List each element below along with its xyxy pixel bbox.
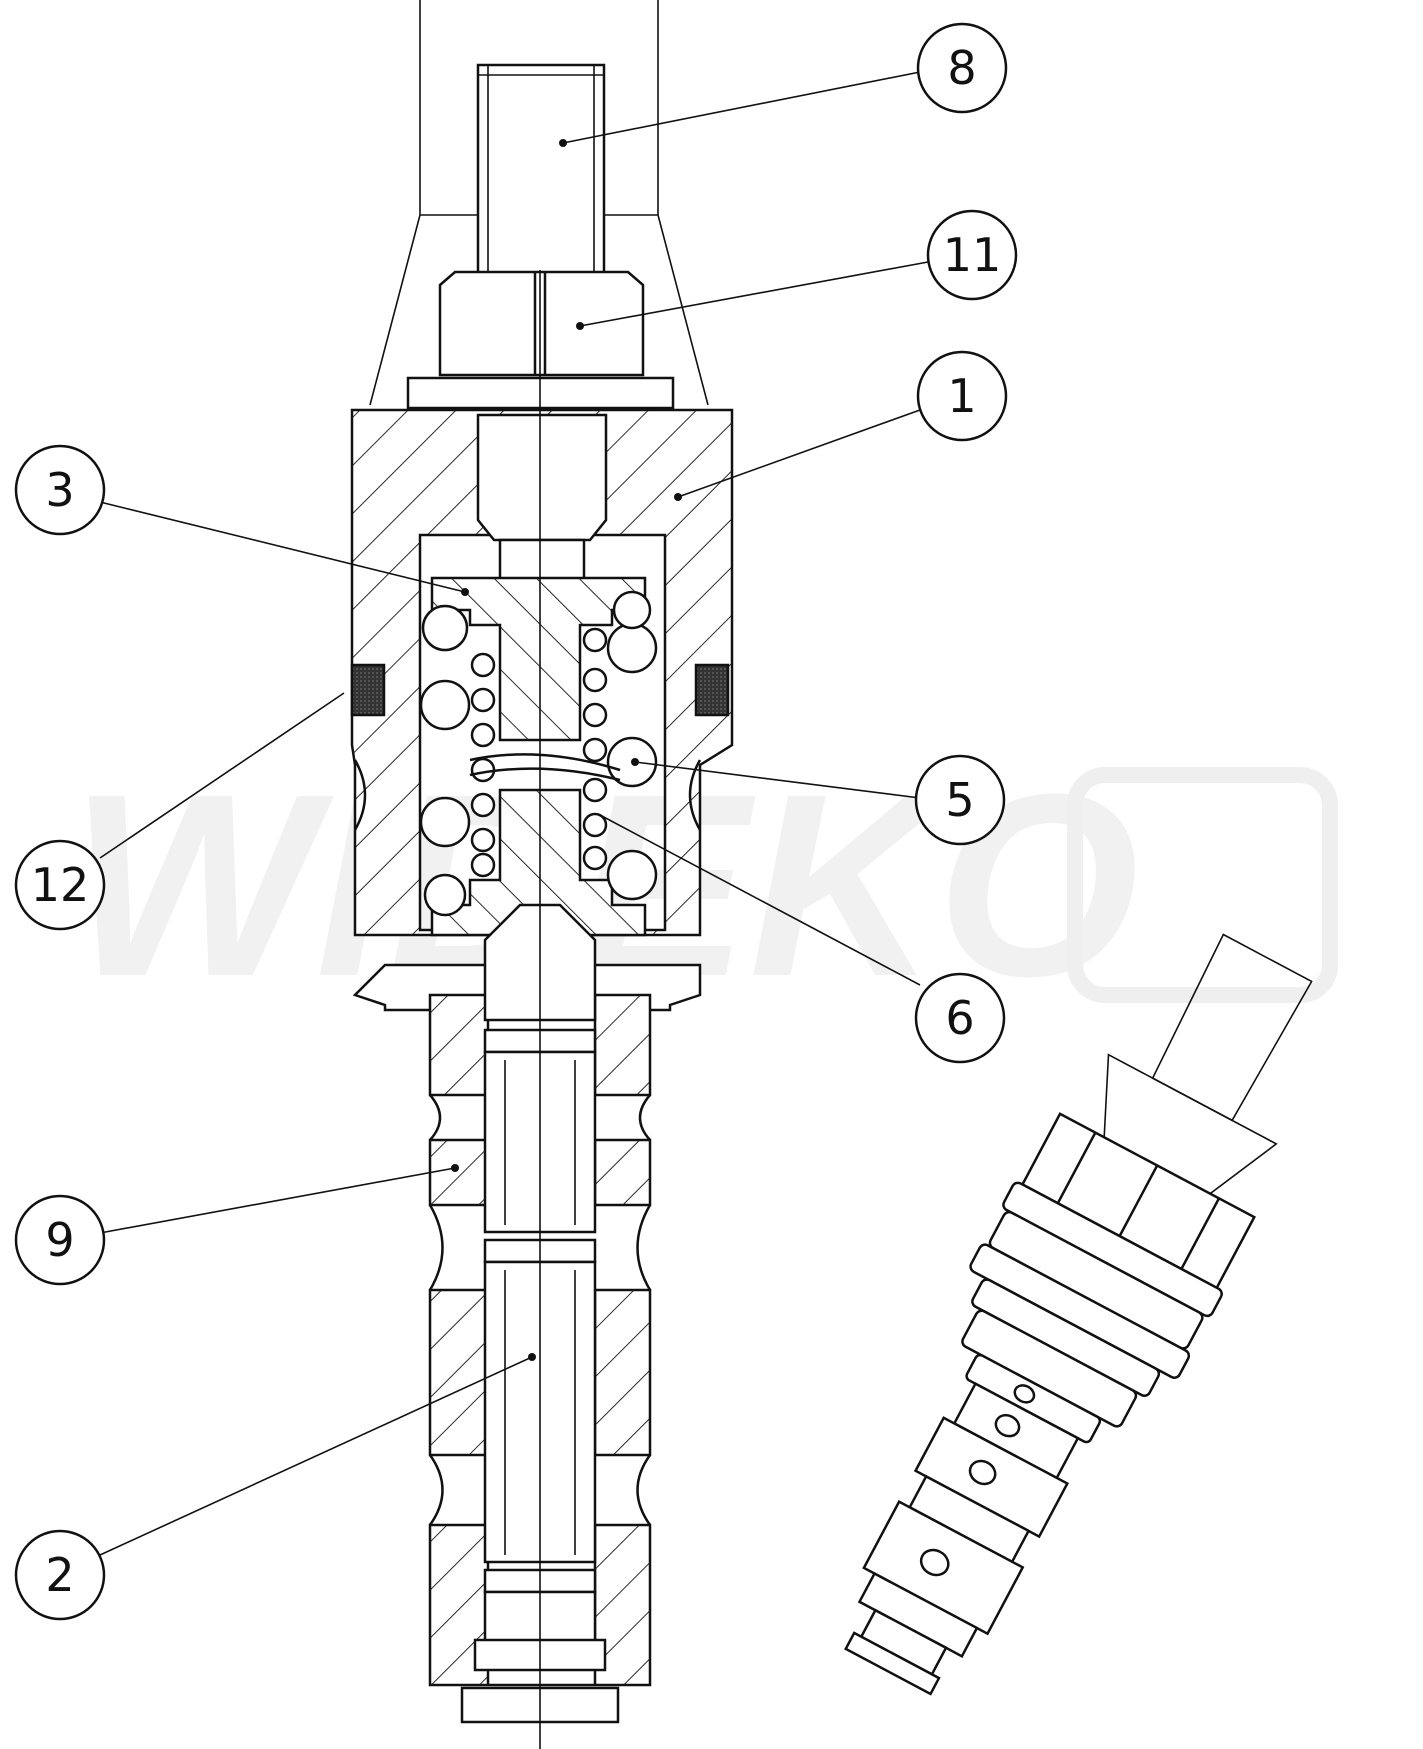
balloon-6: 6 <box>914 972 1006 1064</box>
balloon-label-8: 8 <box>947 41 976 95</box>
balloon-label-11: 11 <box>943 228 1002 282</box>
balloon-label-2: 2 <box>45 1548 74 1602</box>
balloon-label-12: 12 <box>31 858 90 912</box>
balloon-9: 9 <box>14 1194 106 1286</box>
o-ring-seal-right <box>694 663 730 717</box>
balloon-label-3: 3 <box>45 463 74 517</box>
balloon-5: 5 <box>914 754 1006 846</box>
main-section-view <box>350 0 734 1749</box>
balloon-12: 12 <box>14 839 106 931</box>
balloon-label-5: 5 <box>945 773 974 827</box>
balloon-8: 8 <box>916 22 1008 114</box>
balloon-2: 2 <box>14 1529 106 1621</box>
balloon-3: 3 <box>14 444 106 536</box>
leader-lines <box>99 71 929 1556</box>
isometric-view <box>844 933 1313 1696</box>
adjusting-screw <box>476 63 606 277</box>
balloon-label-6: 6 <box>945 991 974 1045</box>
balloon-11: 11 <box>926 209 1018 301</box>
balloon-label-9: 9 <box>45 1213 74 1267</box>
balloon-label-1: 1 <box>947 369 976 423</box>
springs <box>419 590 658 917</box>
balloon-1: 1 <box>916 350 1008 442</box>
valve-body <box>350 408 734 937</box>
o-ring-seal-left <box>350 663 386 717</box>
watermark-logo-frame <box>1067 767 1338 1003</box>
